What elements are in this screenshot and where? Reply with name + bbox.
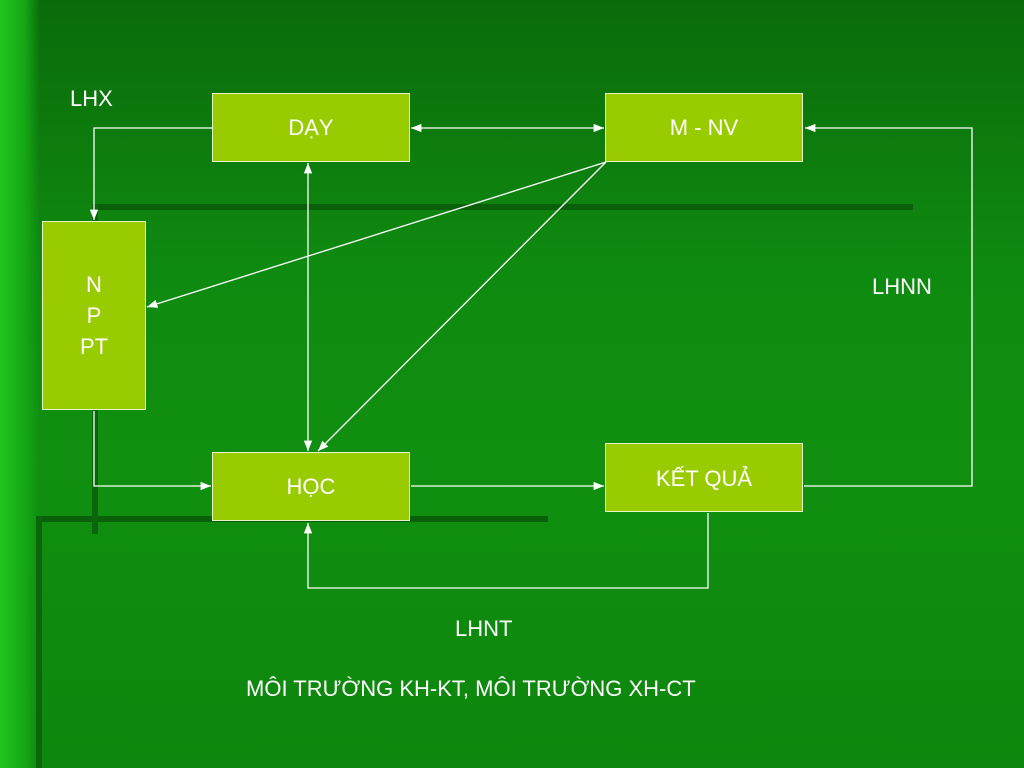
node-m-nv-label: M - NV	[669, 114, 739, 140]
node-npt-line-1: N	[86, 272, 102, 297]
label-lhnt: LHNT	[455, 616, 513, 641]
background-left-glow	[0, 0, 40, 768]
link-day-npt	[89, 127, 212, 220]
node-m-nv: M - NV	[605, 93, 803, 162]
label-lhx: LHX	[70, 86, 113, 111]
node-hoc: HỌC	[212, 452, 410, 521]
decorative-bar-top	[98, 204, 913, 210]
node-ket-qua: KẾT QUẢ	[605, 443, 803, 512]
link-ketqua-mnv	[804, 123, 973, 487]
node-npt-line-2: P	[86, 303, 102, 328]
decorative-vline-bottom	[36, 516, 42, 768]
link-npt-hoc	[93, 411, 211, 491]
node-n-p-pt: N P PT	[42, 221, 146, 410]
node-ket-qua-label: KẾT QUẢ	[655, 466, 753, 491]
link-mnv-npt	[146, 161, 607, 308]
link-mnv-hoc	[317, 161, 607, 452]
node-npt-line-3: PT	[79, 334, 109, 359]
node-day: DẠY	[212, 93, 410, 162]
label-lhnn: LHNN	[872, 274, 932, 299]
link-ketqua-hoc	[303, 513, 709, 589]
node-hoc-label: HỌC	[286, 473, 336, 499]
footer-environment-text: MÔI TRƯỜNG KH-KT, MÔI TRƯỜNG XH-CT	[246, 676, 696, 701]
node-day-label: DẠY	[288, 114, 334, 140]
